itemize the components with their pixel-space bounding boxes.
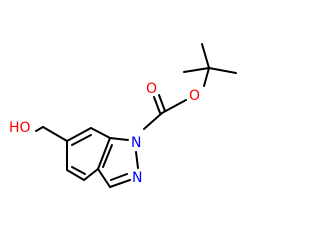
- bond-o-to-carbonyl-c: [161, 99, 187, 114]
- bond-carbonyl-c-to-n1: [143, 112, 163, 130]
- bond-c3-c3a: [97, 168, 111, 188]
- bonds: [35, 43, 237, 188]
- bond-c3a-c7a: [97, 137, 111, 170]
- nitrogen-label-n2: N: [132, 170, 142, 186]
- bond-inner-c7-c6: [71, 134, 92, 146]
- structure-diagram: O O HO N N: [9, 43, 237, 188]
- bond-n2-c3-b: [110, 173, 128, 181]
- bond-carbonyl-double-b: [158, 94, 166, 112]
- bond-carbonyl-double-a: [153, 96, 161, 114]
- bond-tbu-methyl-right: [208, 67, 237, 74]
- bond-n1-n2: [135, 151, 139, 169]
- bond-inner-c3a-c7a: [102, 144, 113, 168]
- atom-labels: O O HO N N: [9, 81, 200, 186]
- bond-tbu-methyl-left: [183, 67, 210, 73]
- bond-c5-c4: [66, 169, 85, 181]
- oxygen-label-carbonyl: O: [146, 81, 157, 97]
- bond-c4-c3a: [83, 168, 99, 181]
- bond-tbu-to-o: [203, 67, 210, 87]
- bond-n1-c7a: [109, 137, 129, 141]
- nitrogen-label-n1: N: [131, 135, 141, 151]
- oxygen-label-ether: O: [189, 88, 200, 104]
- bond-c7a-c7: [90, 127, 111, 139]
- bond-ch2-oh: [35, 126, 44, 132]
- bond-c7-c6: [66, 127, 92, 142]
- bond-c6-ch2: [42, 126, 68, 142]
- bond-inner-c5-c4: [71, 166, 86, 175]
- bond-n2-c3-a: [109, 179, 131, 188]
- molecule-structure: O O HO N N: [9, 43, 237, 188]
- hydroxyl-label: HO: [9, 120, 31, 136]
- bond-tbu-methyl-top: [201, 43, 210, 69]
